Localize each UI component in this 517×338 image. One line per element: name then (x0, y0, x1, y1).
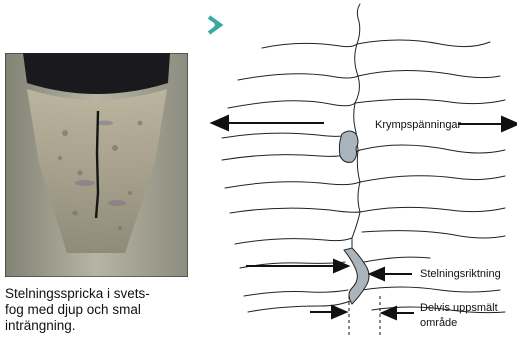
solidification-direction-label: Stelningsriktning (420, 268, 501, 280)
partially-melted-label: Delvis uppsmält (420, 302, 498, 314)
area-label: område (420, 317, 457, 329)
shrinkage-label: Krympspänningar (375, 119, 462, 131)
